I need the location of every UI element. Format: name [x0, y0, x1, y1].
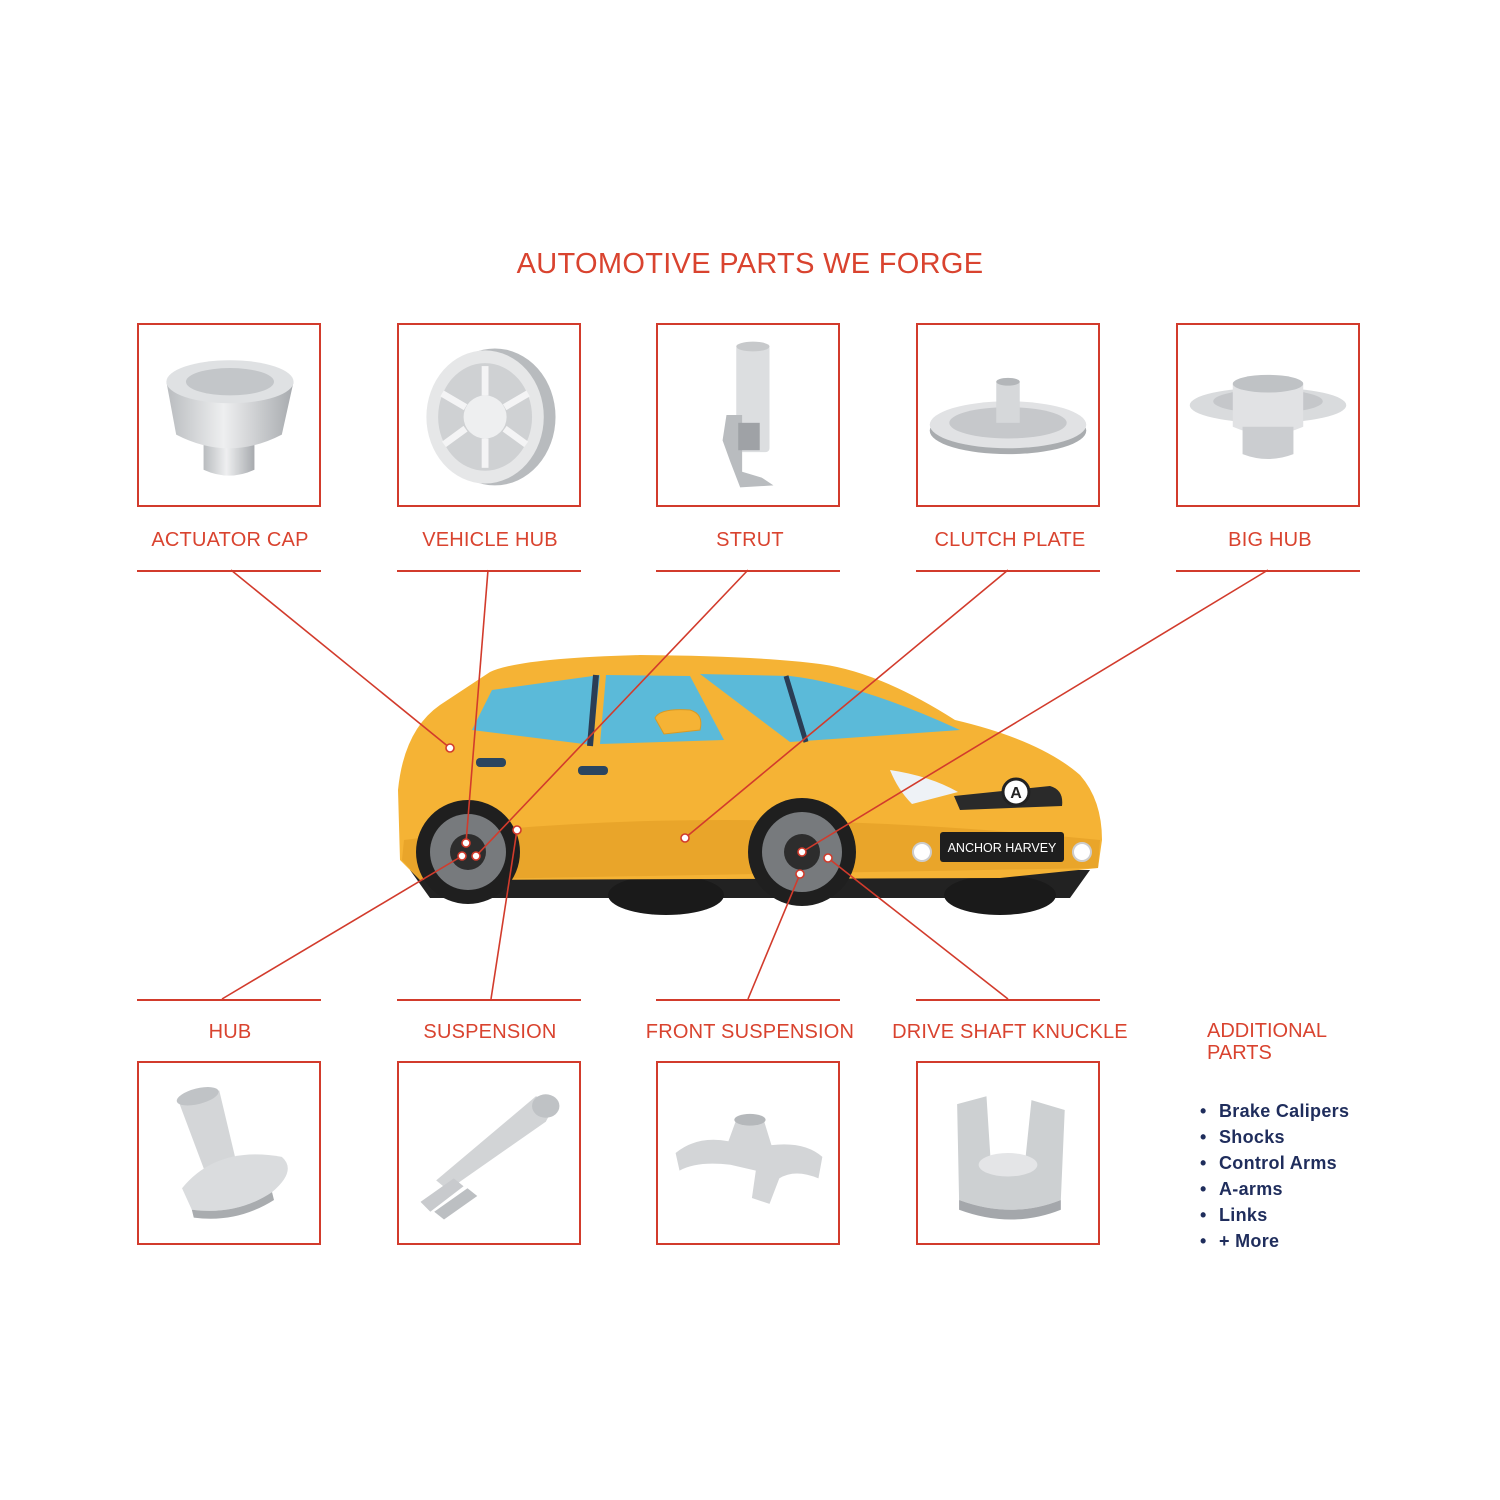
- actuator-cap-box: [137, 323, 321, 507]
- vehicle-hub-icon: [426, 348, 556, 486]
- rule-suspension: [397, 999, 581, 1001]
- rule-drive-shaft-knuckle: [916, 999, 1100, 1001]
- label-vehicle-hub: VEHICLE HUB: [422, 529, 558, 551]
- list-item: •Brake Calipers: [1200, 1101, 1350, 1121]
- label-drive-shaft-knuckle: DRIVE SHAFT KNUCKLE: [892, 1021, 1128, 1043]
- hub-icon: [176, 1087, 288, 1219]
- label-suspension: SUSPENSION: [423, 1021, 557, 1043]
- big-hub-icon: [1189, 374, 1347, 460]
- suspension-icon: [420, 1094, 560, 1220]
- rule-big-hub: [1176, 570, 1360, 572]
- label-front-suspension: FRONT SUSPENSION: [645, 1021, 855, 1043]
- list-item: •Control Arms: [1200, 1153, 1337, 1173]
- rule-hub: [137, 999, 321, 1001]
- car-illustration: A ANCHOR HARVEY: [398, 655, 1102, 915]
- car-plate-text: ANCHOR HARVEY: [948, 841, 1057, 855]
- front-suspension-icon: [675, 1113, 823, 1204]
- list-item: •+ More: [1200, 1231, 1280, 1251]
- drive-shaft-knuckle-icon: [957, 1096, 1065, 1220]
- hub-box: [137, 1061, 321, 1245]
- big-hub-box: [1176, 323, 1360, 507]
- strut-icon: [722, 341, 774, 488]
- svg-text:A: A: [1010, 785, 1022, 802]
- front-suspension-box: [656, 1061, 840, 1245]
- label-big-hub: BIG HUB: [1228, 529, 1312, 551]
- list-item-text: Control Arms: [1219, 1153, 1337, 1173]
- list-item-text: A-arms: [1219, 1179, 1283, 1199]
- rule-vehicle-hub: [397, 570, 581, 572]
- list-item-text: Links: [1219, 1205, 1268, 1225]
- additional-parts-title: ADDITIONAL PARTS: [1207, 1020, 1407, 1064]
- page-title: AUTOMOTIVE PARTS WE FORGE: [516, 248, 984, 280]
- list-item-text: Shocks: [1219, 1127, 1285, 1147]
- vehicle-hub-box: [397, 323, 581, 507]
- label-hub: HUB: [208, 1021, 252, 1043]
- label-strut: STRUT: [716, 529, 784, 551]
- list-item: •Links: [1200, 1205, 1268, 1225]
- suspension-box: [397, 1061, 581, 1245]
- additional-title-line1: ADDITIONAL: [1207, 1020, 1328, 1042]
- clutch-plate-icon: [929, 377, 1087, 455]
- additional-title-line2: PARTS: [1207, 1042, 1272, 1064]
- strut-box: [656, 323, 840, 507]
- list-item-text: Brake Calipers: [1219, 1101, 1350, 1121]
- clutch-plate-box: [916, 323, 1100, 507]
- rule-front-suspension: [656, 999, 840, 1001]
- rule-actuator-cap: [137, 570, 321, 572]
- list-item: •Shocks: [1200, 1127, 1285, 1147]
- list-item-text: + More: [1219, 1231, 1280, 1251]
- label-clutch-plate: CLUTCH PLATE: [934, 529, 1086, 551]
- connector-lines: [221, 569, 1269, 1000]
- drive-shaft-knuckle-box: [916, 1061, 1100, 1245]
- list-item: •A-arms: [1200, 1179, 1283, 1199]
- connector-dots: [445, 743, 833, 879]
- additional-parts-list: •Brake Calipers •Shocks •Control Arms •A…: [1200, 1098, 1349, 1254]
- actuator-cap-icon: [166, 360, 294, 476]
- label-actuator-cap: ACTUATOR CAP: [151, 529, 309, 551]
